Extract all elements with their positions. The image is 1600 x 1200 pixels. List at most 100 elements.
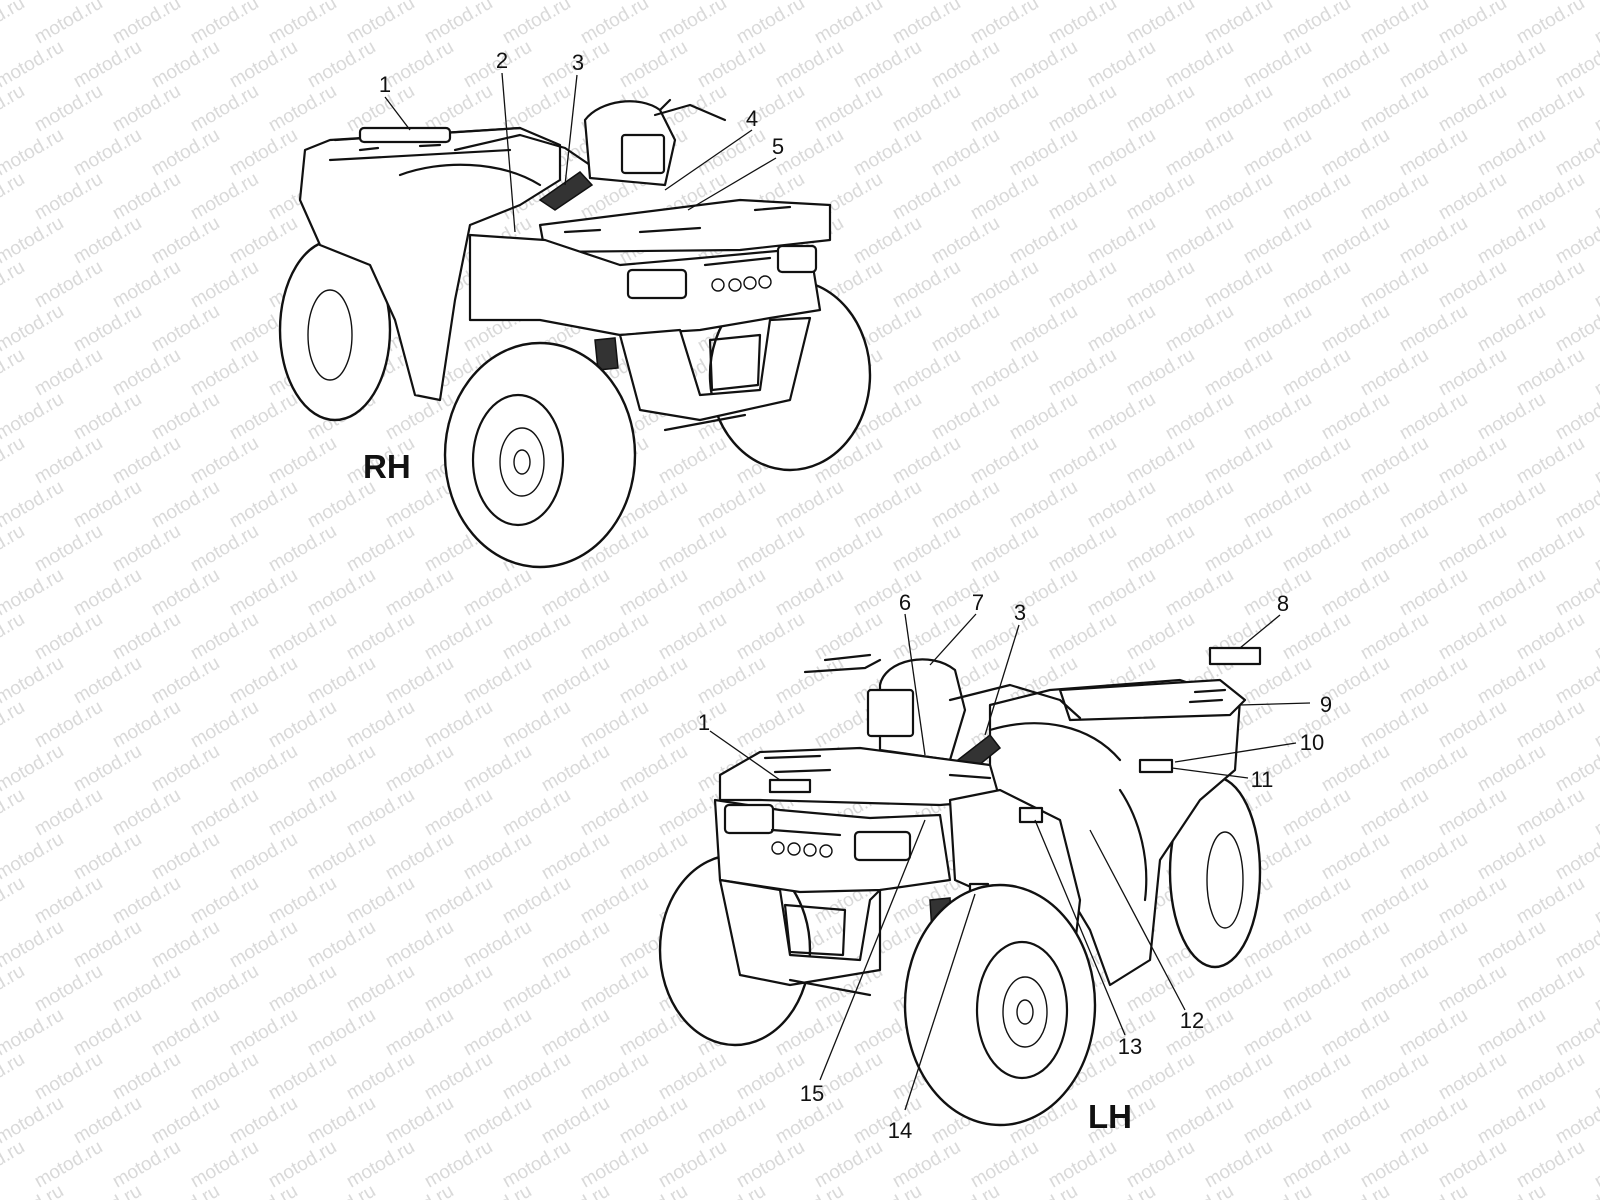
watermark-text: motod.ru <box>109 0 184 48</box>
watermark-text: motod.ru <box>577 1137 652 1193</box>
watermark-text: motod.ru <box>694 1181 769 1200</box>
lh-front-near-rim <box>975 940 1069 1080</box>
watermark-text: motod.ru <box>187 697 262 753</box>
watermark-text: motod.ru <box>1513 1137 1588 1193</box>
lh-left-headlight <box>723 803 775 835</box>
rh-leader-2 <box>501 72 516 233</box>
watermark-text: motod.ru <box>31 81 106 137</box>
watermark-text: motod.ru <box>226 1093 301 1149</box>
lh-rear-right-rim <box>1206 831 1244 929</box>
watermark-text: motod.ru <box>616 1093 691 1149</box>
lh-callout-15: 15 <box>800 1081 824 1106</box>
lh-seat-line <box>988 722 1122 762</box>
watermark-text: motod.ru <box>1006 213 1081 269</box>
watermark-text: motod.ru <box>148 125 223 181</box>
watermark-text: motod.ru <box>1201 1137 1276 1193</box>
watermark-text: motod.ru <box>1318 829 1393 885</box>
watermark-text: motod.ru <box>1318 741 1393 797</box>
watermark-text: motod.ru <box>889 345 964 401</box>
watermark-text: motod.ru <box>0 0 28 48</box>
watermark-text: motod.ru <box>1435 873 1510 929</box>
watermark-text: motod.ru <box>0 1049 28 1105</box>
rh-leader-1 <box>384 96 411 131</box>
rh-rear-left-rim <box>307 289 353 381</box>
watermark-text: motod.ru <box>1396 741 1471 797</box>
watermark-text: motod.ru <box>0 37 67 93</box>
watermark-text: motod.ru <box>655 1137 730 1193</box>
watermark-text: motod.ru <box>1357 609 1432 665</box>
watermark-text: motod.ru <box>616 1181 691 1200</box>
watermark-text: motod.ru <box>616 829 691 885</box>
watermark-text: motod.ru <box>1591 169 1600 225</box>
watermark-text: motod.ru <box>1474 1093 1549 1149</box>
lh-decal-1 <box>768 778 812 794</box>
watermark-text: motod.ru <box>1162 301 1237 357</box>
watermark-text: motod.ru <box>1123 609 1198 665</box>
watermark-text: motod.ru <box>1201 345 1276 401</box>
watermark-text: motod.ru <box>70 829 145 885</box>
atv-rh-view <box>278 72 872 569</box>
watermark-text: motod.ru <box>1474 917 1549 973</box>
watermark-text: motod.ru <box>343 609 418 665</box>
watermark-text: motod.ru <box>109 521 184 577</box>
watermark-text: motod.ru <box>1240 389 1315 445</box>
watermark-text: motod.ru <box>226 125 301 181</box>
watermark-text: motod.ru <box>1513 785 1588 841</box>
watermark-text: motod.ru <box>733 0 808 48</box>
watermark-text: motod.ru <box>1357 961 1432 1017</box>
lh-callout-14: 14 <box>888 1118 912 1143</box>
watermark-text: motod.ru <box>1396 125 1471 181</box>
watermark-text: motod.ru <box>499 697 574 753</box>
watermark-text: motod.ru <box>1357 521 1432 577</box>
watermark-text: motod.ru <box>109 785 184 841</box>
rh-seat-line <box>398 163 542 187</box>
watermark-text: motod.ru <box>499 873 574 929</box>
watermark-text: motod.ru <box>1435 1049 1510 1105</box>
watermark-text: motod.ru <box>0 1137 28 1193</box>
watermark-text: motod.ru <box>1318 389 1393 445</box>
watermark-text: motod.ru <box>1123 81 1198 137</box>
watermark-text: motod.ru <box>109 697 184 753</box>
watermark-text: motod.ru <box>577 873 652 929</box>
rh-light-2 <box>728 278 742 292</box>
watermark-text: motod.ru <box>811 521 886 577</box>
watermark-text: motod.ru <box>1279 169 1354 225</box>
watermark-text: motod.ru <box>1435 433 1510 489</box>
watermark-text: motod.ru <box>1396 1181 1471 1200</box>
watermark-text: motod.ru <box>538 829 613 885</box>
watermark-text: motod.ru <box>70 741 145 797</box>
watermark-text: motod.ru <box>109 169 184 225</box>
watermark-text: motod.ru <box>1045 521 1120 577</box>
watermark-text: motod.ru <box>967 609 1042 665</box>
watermark-text: motod.ru <box>304 1093 379 1149</box>
rh-handlebar <box>453 133 592 167</box>
watermark-text: motod.ru <box>70 389 145 445</box>
watermark-text: motod.ru <box>31 961 106 1017</box>
watermark-text: motod.ru <box>967 521 1042 577</box>
watermark-text: motod.ru <box>70 477 145 533</box>
watermark-text: motod.ru <box>1162 477 1237 533</box>
watermark-text: motod.ru <box>70 301 145 357</box>
watermark-text: motod.ru <box>70 917 145 973</box>
lh-leader-6 <box>904 613 926 756</box>
watermark-text: motod.ru <box>1240 477 1315 533</box>
lh-headlight <box>866 688 915 738</box>
watermark-text: motod.ru <box>1006 37 1081 93</box>
rh-callout-1: 1 <box>379 72 391 97</box>
watermark-text: motod.ru <box>1084 477 1159 533</box>
watermark-text: motod.ru <box>148 653 223 709</box>
watermark-text: motod.ru <box>31 785 106 841</box>
watermark-text: motod.ru <box>967 257 1042 313</box>
watermark-text: motod.ru <box>1240 1005 1315 1061</box>
watermark-text: motod.ru <box>1513 961 1588 1017</box>
watermark-text: motod.ru <box>148 1181 223 1200</box>
watermark-text: motod.ru <box>1318 477 1393 533</box>
watermark-text: motod.ru <box>733 81 808 137</box>
watermark-text: motod.ru <box>304 477 379 533</box>
watermark-text: motod.ru <box>0 521 28 577</box>
watermark-text: motod.ru <box>1357 1137 1432 1193</box>
watermark-text: motod.ru <box>343 873 418 929</box>
watermark-text: motod.ru <box>1201 257 1276 313</box>
watermark-text: motod.ru <box>499 1137 574 1193</box>
